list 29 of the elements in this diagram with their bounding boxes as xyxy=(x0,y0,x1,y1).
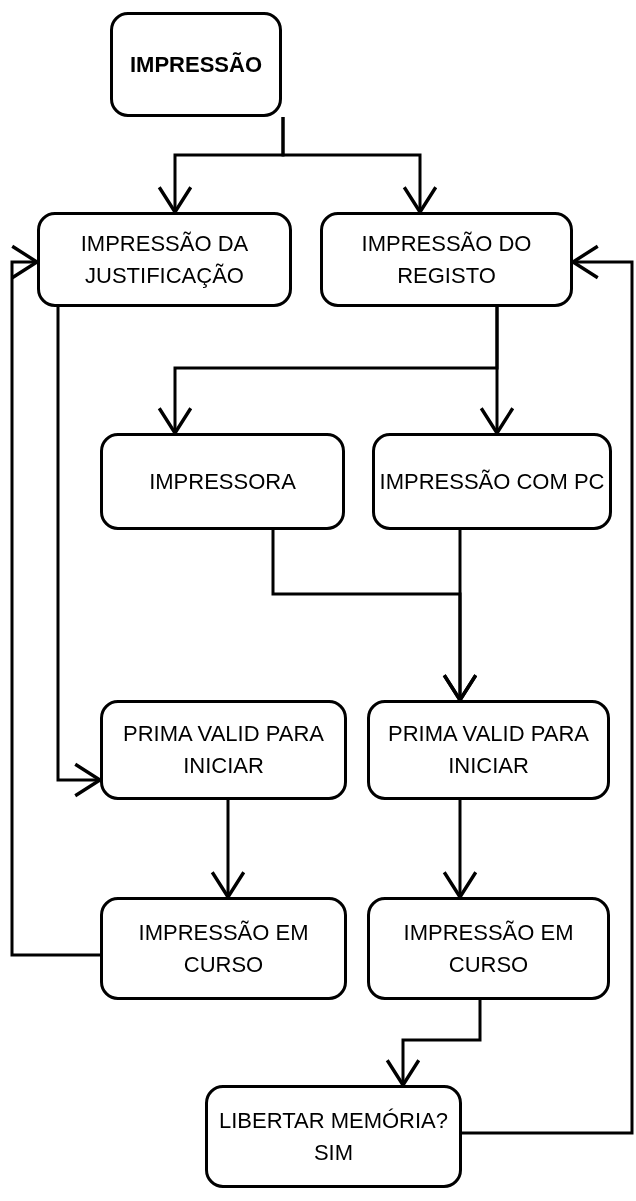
arrow xyxy=(442,800,478,899)
box-label: IMPRESSÃO DO REGISTO xyxy=(360,229,533,290)
box-label: IMPRESSÃO EM CURSO xyxy=(402,918,575,979)
arrow xyxy=(442,530,478,702)
box-label: IMPRESSÃO DA JUSTIFICAÇÃO xyxy=(79,229,250,290)
box-label: PRIMA VALID PARA INICIAR xyxy=(122,720,325,780)
process-box xyxy=(367,700,610,800)
process-box xyxy=(320,212,573,307)
process-box xyxy=(110,12,282,117)
process-box xyxy=(372,433,612,530)
box-label: LIBERTAR MEMÓRIA? SIM xyxy=(218,1106,449,1167)
arrow xyxy=(462,244,634,1135)
box-label: IMPRESSÃO xyxy=(130,50,262,79)
process-box xyxy=(205,1085,462,1188)
arrow xyxy=(385,1000,482,1087)
arrow xyxy=(479,307,515,435)
arrow xyxy=(281,117,438,214)
box-label: IMPRESSÃO EM CURSO xyxy=(137,918,310,979)
process-box xyxy=(37,212,292,307)
box-label: IMPRESSÃO COM PC xyxy=(379,467,605,496)
arrow xyxy=(210,800,246,899)
arrow xyxy=(56,307,102,798)
process-box xyxy=(367,897,610,1000)
process-box xyxy=(100,700,347,800)
box-label: IMPRESSORA xyxy=(149,467,296,496)
box-label: PRIMA VALID PARA INICIAR xyxy=(387,720,590,780)
process-box xyxy=(100,433,345,530)
arrow xyxy=(10,244,100,957)
process-box xyxy=(100,897,347,1000)
